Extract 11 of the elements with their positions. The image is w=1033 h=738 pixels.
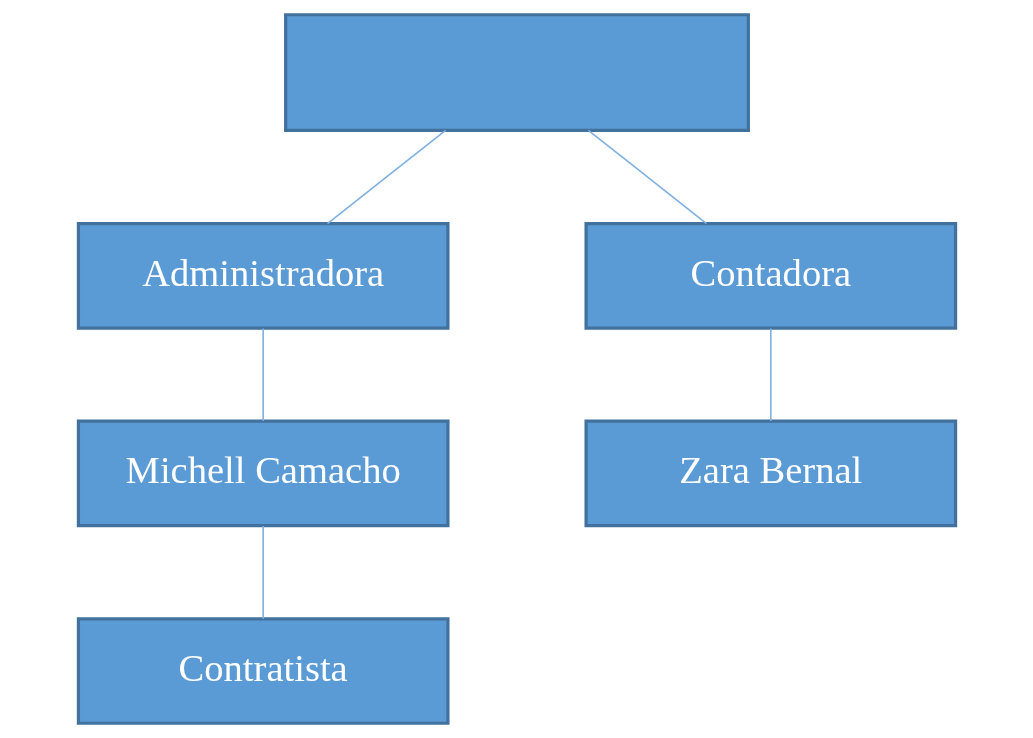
connector xyxy=(326,129,446,225)
node-box: Administradora xyxy=(76,222,450,330)
node-box: Zara Bernal xyxy=(583,419,957,528)
connector xyxy=(261,525,264,620)
connector xyxy=(261,327,264,422)
node-box: Contratista xyxy=(76,617,450,725)
node-box: Contadora xyxy=(583,222,957,330)
connector xyxy=(769,327,772,422)
node-box xyxy=(283,13,750,133)
node-box: Michell Camacho xyxy=(76,419,450,528)
connector xyxy=(587,129,707,225)
